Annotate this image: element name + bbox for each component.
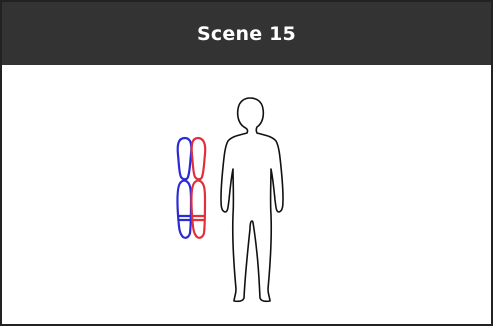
scene-header: Scene 15 xyxy=(2,2,491,65)
scene-title: Scene 15 xyxy=(197,22,296,45)
chromosome-red xyxy=(190,136,207,239)
chromosome-pair xyxy=(176,136,207,239)
scene-illustration xyxy=(176,97,284,303)
human-figure-outline xyxy=(220,97,284,303)
chromosome-blue xyxy=(176,136,193,239)
scene-canvas xyxy=(2,65,491,324)
